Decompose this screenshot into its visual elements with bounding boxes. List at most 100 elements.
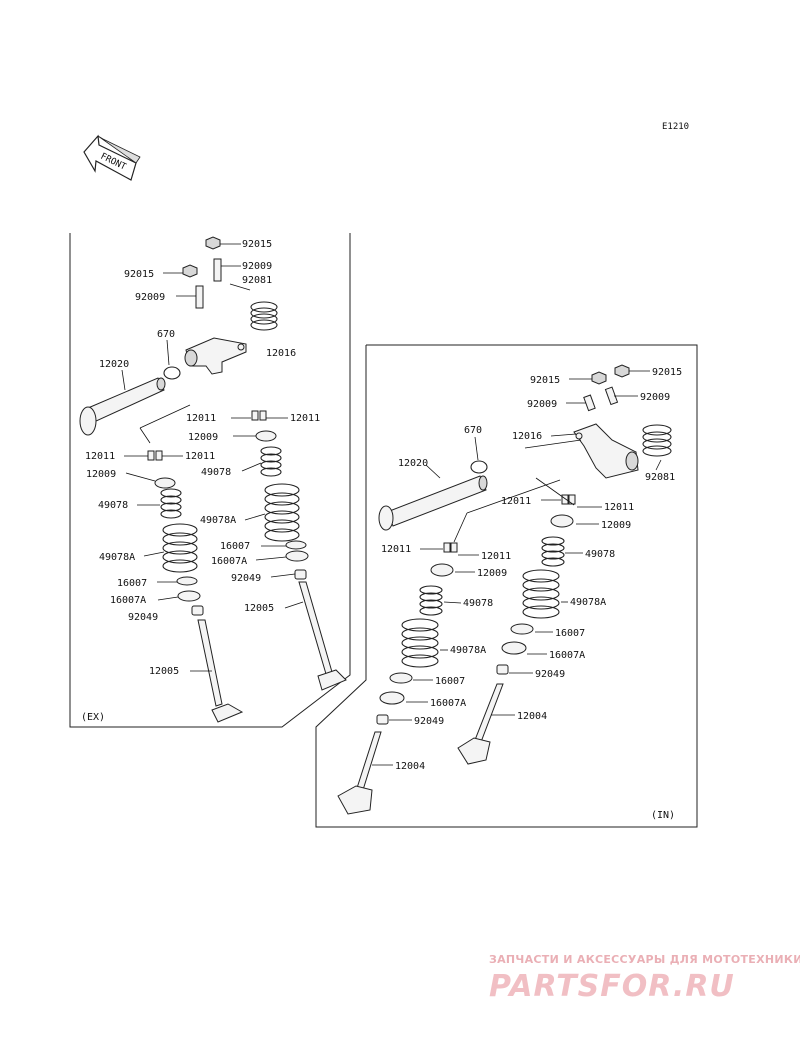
in-parts xyxy=(337,364,672,815)
ex-callout: 12011 xyxy=(290,413,320,424)
in-leaders xyxy=(372,370,662,766)
ex-callout: 16007 xyxy=(220,541,250,552)
ex-callout: 49078A xyxy=(200,515,236,526)
in-callout: 16007 xyxy=(555,628,585,639)
ex-valve-12005-right xyxy=(298,581,347,691)
ex-cotter-12011-right xyxy=(251,410,267,421)
in-callouts: 92015 92015 92009 92009 670 12016 12020 … xyxy=(381,367,682,772)
ex-screw-92009-left xyxy=(195,285,204,309)
ex-rocker-shaft-12020 xyxy=(79,377,166,436)
in-valve-12004-upper xyxy=(457,683,504,765)
ex-callouts: 92015 92015 92009 92009 92081 670 12016 … xyxy=(85,239,320,677)
in-inner-spring-49078-lower xyxy=(419,585,443,616)
in-callout: 12020 xyxy=(398,458,428,469)
ex-oring-670 xyxy=(163,366,181,380)
in-callout: 12011 xyxy=(481,551,511,562)
ex-callout: 16007 xyxy=(117,578,147,589)
in-callout: 12016 xyxy=(512,431,542,442)
in-outer-spring-49078A-upper xyxy=(522,569,560,619)
ex-callout: 12005 xyxy=(149,666,179,677)
ex-inner-spring-49078-right xyxy=(260,446,282,477)
ex-callout: 12009 xyxy=(188,432,218,443)
in-callout: 49078 xyxy=(463,598,493,609)
ex-nut-92015-upper xyxy=(205,236,221,250)
ex-rocker-arm-12016 xyxy=(184,337,247,375)
in-callout: 49078 xyxy=(585,549,615,560)
ex-outer-spring-49078A-left xyxy=(162,523,198,573)
in-section-label: (IN) xyxy=(651,810,675,821)
in-seal-92049-lower xyxy=(376,714,389,725)
ex-callout: 49078A xyxy=(99,552,135,563)
ex-callout: 12011 xyxy=(186,413,216,424)
ex-callout: 16007A xyxy=(211,556,247,567)
in-callout: 12011 xyxy=(604,502,634,513)
in-callout: 92015 xyxy=(530,375,560,386)
in-screw-92009-right xyxy=(604,386,619,406)
in-nut-92015-right xyxy=(614,364,630,378)
ex-callout: 12005 xyxy=(244,603,274,614)
in-washer-16007A-lower xyxy=(379,691,405,705)
ex-section-label: (EX) xyxy=(81,712,105,723)
ex-frame xyxy=(69,233,351,728)
in-callout: 16007A xyxy=(549,650,585,661)
in-callout: 92081 xyxy=(645,472,675,483)
in-valve-12004-lower xyxy=(337,731,382,815)
in-washer-16007A-upper xyxy=(501,641,527,655)
in-callout: 12011 xyxy=(501,496,531,507)
in-callout: 92015 xyxy=(652,367,682,378)
in-callout: 49078A xyxy=(450,645,486,656)
ex-retainer-12009-right xyxy=(255,430,277,442)
in-cotter-12011-upper xyxy=(561,494,576,505)
watermark: ЗАПЧАСТИ И АКСЕССУАРЫ ДЛЯ МОТОТЕХНИКИ PA… xyxy=(489,953,800,1004)
ex-rocker-spring-92081 xyxy=(250,301,278,331)
in-seal-92049-upper xyxy=(496,664,509,675)
ex-outer-spring-49078A-right xyxy=(264,483,300,542)
ex-retainer-12009-left xyxy=(154,477,176,489)
ex-callout: 92015 xyxy=(242,239,272,250)
ex-callout: 92081 xyxy=(242,275,272,286)
ex-seat-16007-left xyxy=(176,576,198,586)
in-cotter-12011-lower xyxy=(443,542,458,553)
in-callout: 670 xyxy=(464,425,482,436)
in-rocker-shaft-12020 xyxy=(378,475,488,531)
ex-washer-16007A-left xyxy=(177,590,201,602)
in-callout: 16007A xyxy=(430,698,466,709)
ex-leaders xyxy=(121,243,304,672)
ex-callout: 12020 xyxy=(99,359,129,370)
watermark-brand: PARTSFOR.RU xyxy=(489,969,735,1004)
ex-valve-12005-left xyxy=(197,619,244,723)
in-callout: 92009 xyxy=(640,392,670,403)
in-outer-spring-49078A-lower xyxy=(401,618,439,668)
in-seat-16007-upper xyxy=(510,623,534,635)
in-rocker-arm-12016 xyxy=(573,423,639,479)
in-callout: 92009 xyxy=(527,399,557,410)
ex-callout: 12016 xyxy=(266,348,296,359)
ex-callout: 16007A xyxy=(110,595,146,606)
in-callout: 12009 xyxy=(477,568,507,579)
in-oring-670 xyxy=(470,460,488,474)
diagram-code: E1210 xyxy=(662,122,689,132)
in-frame xyxy=(315,344,698,828)
watermark-subtitle: ЗАПЧАСТИ И АКСЕССУАРЫ ДЛЯ МОТОТЕХНИКИ xyxy=(489,953,800,966)
ex-cotter-12011-left xyxy=(147,450,163,461)
in-nut-92015-left xyxy=(591,371,607,385)
ex-callout: 670 xyxy=(157,329,175,340)
in-callout: 12009 xyxy=(601,520,631,531)
in-callout: 12011 xyxy=(381,544,411,555)
in-callout: 12004 xyxy=(517,711,547,722)
ex-callout: 92049 xyxy=(231,573,261,584)
in-rocker-spring-92081 xyxy=(642,424,672,457)
ex-callout: 12009 xyxy=(86,469,116,480)
in-retainer-12009-lower xyxy=(430,563,454,577)
ex-callout: 92009 xyxy=(135,292,165,303)
ex-seal-92049-left xyxy=(191,605,204,616)
ex-callout: 49078 xyxy=(98,500,128,511)
in-inner-spring-49078-upper xyxy=(541,536,565,567)
ex-inner-spring-49078-left xyxy=(160,488,182,519)
in-retainer-12009-upper xyxy=(550,514,574,528)
ex-callout: 92015 xyxy=(124,269,154,280)
front-arrow-icon: FRONT xyxy=(83,134,141,181)
ex-callout: 12011 xyxy=(85,451,115,462)
in-callout: 49078A xyxy=(570,597,606,608)
